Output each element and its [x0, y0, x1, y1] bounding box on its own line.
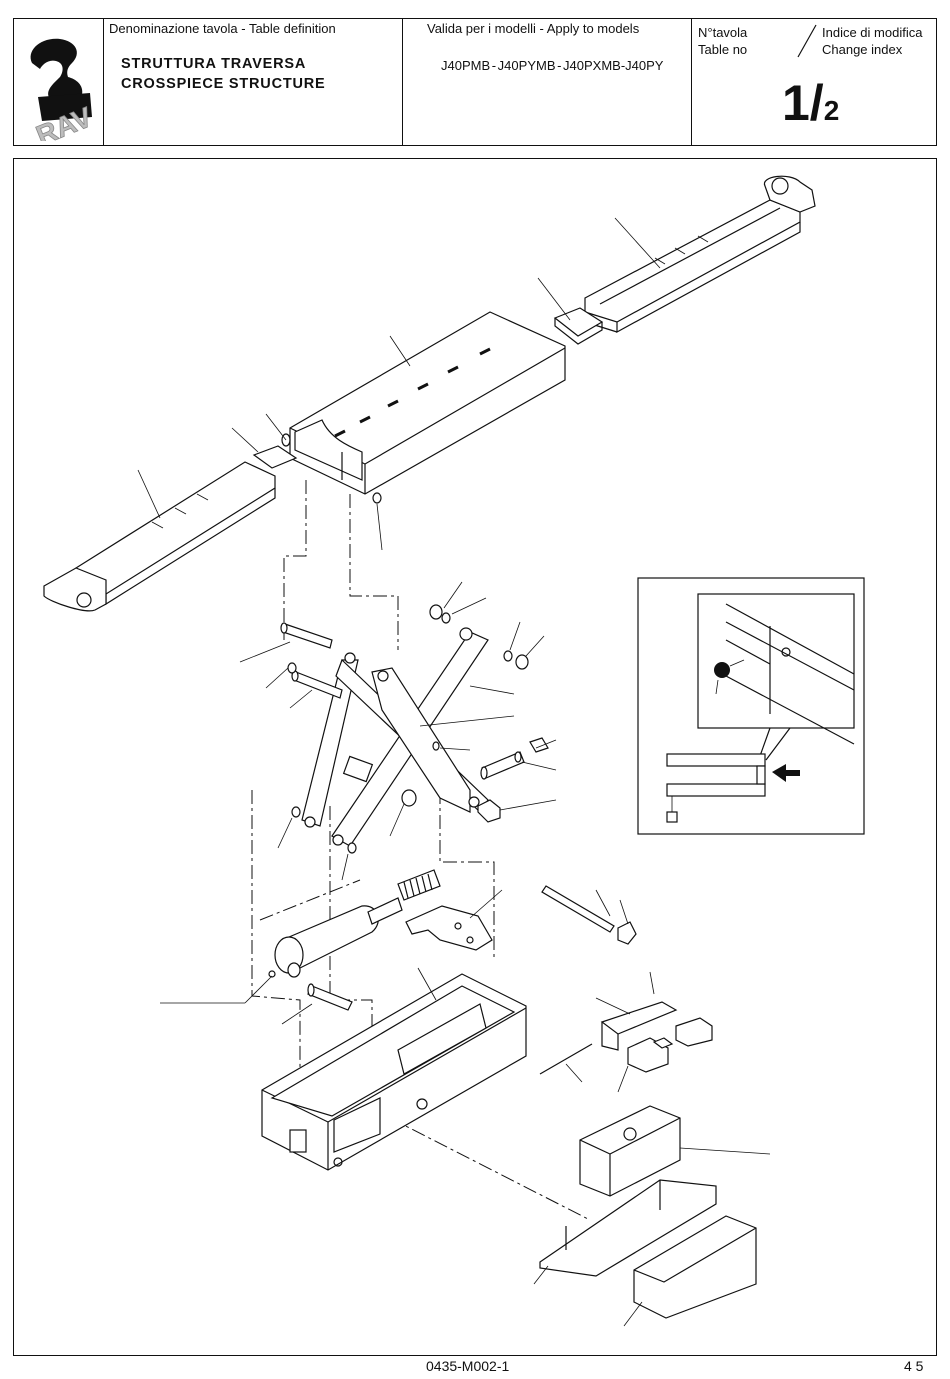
rod-knob [542, 886, 636, 944]
spring [398, 870, 440, 900]
control-parts [540, 972, 712, 1092]
drawing-code: 0435-M002-1 [426, 1358, 509, 1374]
base-tray [534, 1180, 756, 1326]
base-frame [262, 968, 526, 1170]
detail-inset [638, 578, 864, 834]
page-number: 4 5 [904, 1358, 923, 1374]
right-extension-arm [585, 176, 815, 332]
left-extension-arm [44, 428, 296, 611]
central-beam [266, 312, 565, 550]
latch-bracket [406, 890, 502, 950]
